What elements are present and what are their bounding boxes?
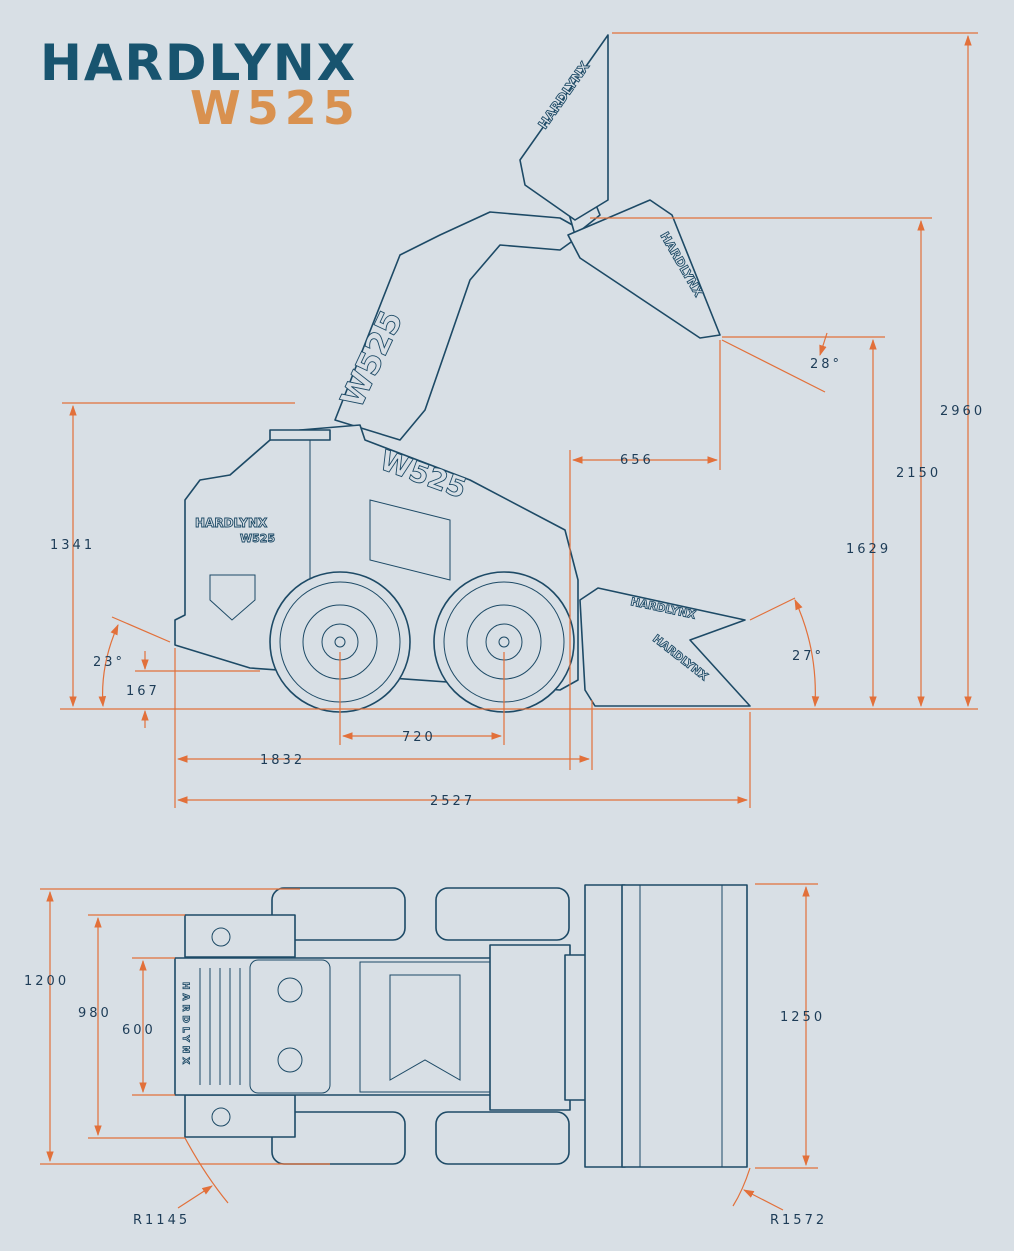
body-model-small-decal: W525 xyxy=(240,532,275,545)
dim-bucket-width: 1250 xyxy=(780,1010,825,1025)
dim-wheelbase: 720 xyxy=(402,730,436,745)
dim-overall-width: 1200 xyxy=(24,974,69,989)
dim-departure-angle: 23° xyxy=(93,655,125,670)
dim-dump-height: 1629 xyxy=(846,542,891,557)
top-view-machine: HARDLYNX xyxy=(174,884,748,1168)
logo-model: W525 xyxy=(190,81,361,135)
dim-overall-length: 2527 xyxy=(430,794,475,809)
dim-overall-height: 1341 xyxy=(50,538,95,553)
dim-ground-clearance: 167 xyxy=(126,684,160,699)
dim-turn-radius-bucket: R1572 xyxy=(770,1213,827,1228)
dim-rollback-angle: 27° xyxy=(792,649,824,664)
dim-dump-angle: 28° xyxy=(810,357,842,372)
top-brand-decal: HARDLYNX xyxy=(180,982,190,1068)
rear-wheel xyxy=(269,571,411,713)
top-view-dimensions: 1200 980 600 1250 R1145 R1572 xyxy=(24,883,827,1228)
dim-track-inner: 600 xyxy=(122,1023,156,1038)
dim-length-body: 1832 xyxy=(260,753,305,768)
dim-turn-radius-rear: R1145 xyxy=(133,1213,190,1228)
body-brand-decal: HARDLYNX xyxy=(195,516,268,530)
brand-logo: HARDLYNX W525 xyxy=(40,34,361,135)
side-view-dimensions: 2960 2150 1629 28° 656 1341 23° 167 27° … xyxy=(50,32,985,809)
dim-hinge-height: 2150 xyxy=(896,466,941,481)
dim-dump-reach: 656 xyxy=(620,453,654,468)
dim-inner-width: 980 xyxy=(78,1006,112,1021)
dim-max-height: 2960 xyxy=(940,404,985,419)
logo-brand: HARDLYNX xyxy=(40,34,357,92)
side-view-machine: HARDLYNX HARDLYNX W525 W525 HARDLYNX W52… xyxy=(174,34,751,713)
